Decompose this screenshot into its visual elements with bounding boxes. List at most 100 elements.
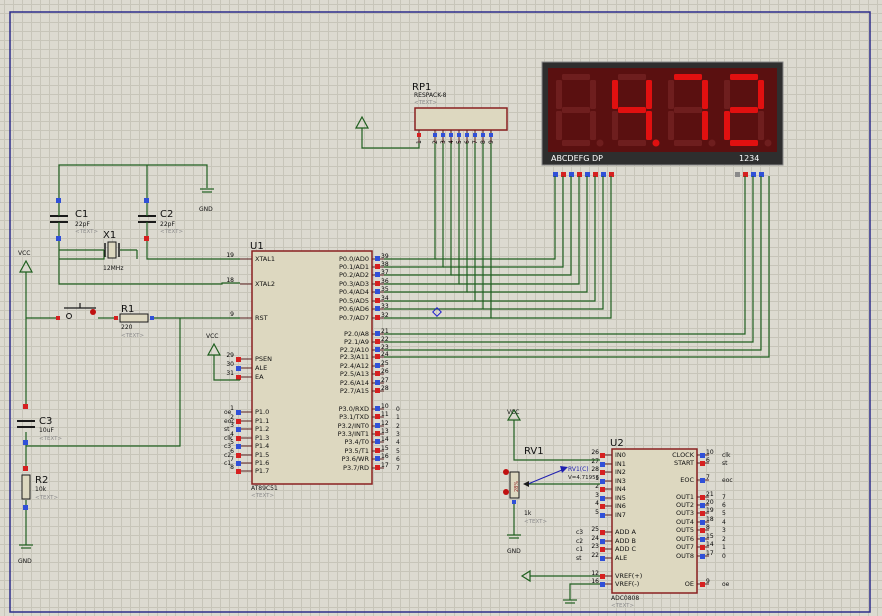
capacitor-c1[interactable]: C1 22pF <TEXT>	[50, 198, 98, 241]
u1-pin-dot	[236, 444, 241, 449]
digit-1-segment-f	[556, 80, 562, 109]
u1-p1-net: c3	[224, 443, 231, 450]
u1-pin-dot	[375, 272, 380, 277]
rp1-pin-dot	[465, 133, 469, 137]
rp1-pin-8: 8	[480, 140, 487, 144]
u2-pin-24: 24	[591, 535, 599, 542]
u2-label-ADD C: ADD C	[615, 545, 637, 553]
rp1-pin-dot	[449, 133, 453, 137]
r1-value: 220	[121, 324, 133, 331]
u1-pin-dot	[375, 456, 380, 461]
u2-right-net: 0	[722, 553, 726, 560]
digit-1-segment-c	[590, 111, 596, 140]
u1-pin-27: 27	[381, 377, 389, 384]
u2-label-OUT3: OUT3	[676, 509, 694, 517]
vcc-arrow-rp1	[354, 115, 370, 129]
u1-p3-net: 0	[396, 406, 400, 413]
c2-value: 22pF	[160, 221, 175, 228]
resistor-r1[interactable]: R1 220 <TEXT>	[114, 304, 154, 339]
u1-text: <TEXT>	[251, 493, 274, 499]
display-seg-pin	[593, 172, 598, 177]
wires	[18, 143, 770, 604]
digit-2-segment-e	[612, 111, 618, 140]
u1-pin-dot	[375, 363, 380, 368]
u1-pin-21: 21	[381, 328, 389, 335]
crystal-x1[interactable]: X1 12MHz	[103, 230, 123, 272]
u1-pin-dot	[236, 427, 241, 432]
u1-pin-35: 35	[381, 286, 389, 293]
potentiometer-rv1[interactable]: 28% RV1 1k <TEXT> RV1(C) V=4.71956	[503, 446, 600, 525]
u1-pin-26: 26	[381, 368, 389, 375]
u1-pin-dot	[375, 289, 380, 294]
u2-pin-26: 26	[591, 449, 599, 456]
u1-label-P2.3/A11: P2.3/A11	[340, 353, 369, 361]
u2-label-OUT4: OUT4	[676, 518, 694, 526]
u2-left-net: c3	[576, 529, 583, 536]
u1-label-P0.5/AD5: P0.5/AD5	[339, 297, 369, 305]
u1-label-P3.3/INT1: P3.3/INT1	[338, 430, 369, 438]
u1-label-P1.1: P1.1	[255, 417, 269, 425]
u1-label-XTAL2: XTAL2	[255, 280, 275, 288]
wire-rp1-vcc	[361, 128, 420, 149]
u2-pin-dot	[600, 547, 605, 552]
c1-ref: C1	[75, 209, 88, 220]
u1-p1-net: c1	[224, 460, 231, 467]
display-digit-pin	[743, 172, 748, 177]
seven-segment-display: ABCDEFG DP 1234	[541, 61, 784, 177]
capacitor-c3[interactable]: C3 10uF <TEXT>	[17, 404, 62, 445]
u2-right-net: 1	[722, 544, 726, 551]
u1-pin-dot	[236, 419, 241, 424]
u1-pin-dot	[236, 375, 241, 380]
u1-pin-dot	[236, 366, 241, 371]
digit-4-dp	[764, 139, 772, 147]
u1-pin-2: 2	[230, 414, 234, 421]
u1-label-P2.7/A15: P2.7/A15	[340, 387, 369, 395]
sheet-border	[9, 11, 871, 613]
u1-pin-dot	[236, 357, 241, 362]
digit-2-segment-f	[612, 80, 618, 109]
rp1-pin-dot	[433, 133, 437, 137]
display-digit-pin	[759, 172, 764, 177]
display-seg-pin	[601, 172, 606, 177]
u1-pin-33: 33	[381, 303, 389, 310]
u2-pin-23: 23	[591, 543, 599, 550]
reset-pushbutton[interactable]	[56, 303, 96, 320]
u2-pin-dot	[600, 496, 605, 501]
u1-pin-dot	[375, 354, 380, 359]
u1-label-P1.3: P1.3	[255, 434, 269, 442]
u2-right-net: st	[722, 460, 728, 467]
u1-label-P0.4/AD4: P0.4/AD4	[339, 288, 369, 296]
u2-left-net: c1	[576, 546, 583, 553]
rp1-pin-4: 4	[448, 140, 455, 144]
digit-3-segment-b	[702, 80, 708, 109]
u2-label-OUT2: OUT2	[676, 501, 694, 509]
u1-label-P2.0/A8: P2.0/A8	[344, 330, 369, 338]
digit-2-dp	[652, 139, 660, 147]
u1-p3-net: 7	[396, 465, 400, 472]
u1-pin-12: 12	[381, 420, 389, 427]
u1-label-XTAL1: XTAL1	[255, 255, 275, 263]
digit-1-segment-b	[590, 80, 596, 109]
u2-pin-7: 7	[706, 474, 710, 481]
u1-pin-6: 6	[230, 448, 234, 455]
u2-right-net: 6	[722, 502, 726, 509]
u2-pin-dot	[600, 453, 605, 458]
u2-label-IN3: IN3	[615, 477, 626, 485]
display-seg-pin	[585, 172, 590, 177]
digit-3-dp	[708, 139, 716, 147]
rp1-pin-7: 7	[472, 140, 479, 144]
u2-pin-6: 6	[706, 457, 710, 464]
r2-value: 10k	[35, 486, 47, 493]
rp1-pin-9: 9	[488, 140, 495, 144]
capacitor-c2[interactable]: C2 22pF <TEXT>	[138, 198, 183, 241]
resistor-r2[interactable]: R2 10k <TEXT>	[21, 466, 58, 510]
u2-label-IN1: IN1	[615, 460, 626, 468]
u1-pin-7: 7	[230, 456, 234, 463]
u2-pin-dot	[700, 582, 705, 587]
u1-pin-23: 23	[381, 344, 389, 351]
rp1-pin-dot	[481, 133, 485, 137]
